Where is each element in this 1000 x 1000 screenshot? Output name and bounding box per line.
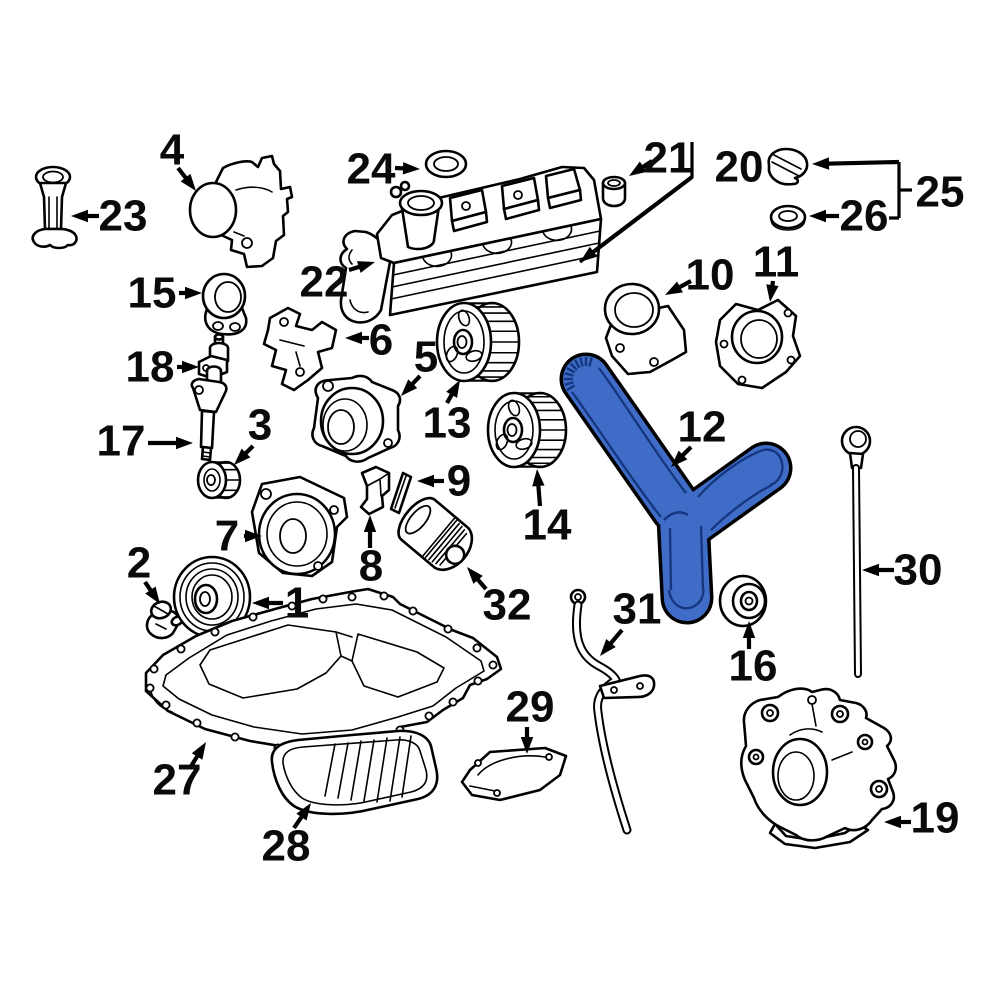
part-22-drawing xyxy=(339,165,603,324)
belt-body xyxy=(563,356,789,621)
callout-3: 3 xyxy=(234,401,272,465)
part-27-drawing xyxy=(144,587,503,753)
callout-2-label[interactable]: 2 xyxy=(127,539,151,588)
part-3-drawing xyxy=(196,460,242,500)
callout-24-label[interactable]: 24 xyxy=(347,145,396,194)
callout-31: 31 xyxy=(600,585,662,656)
callout-25: 25 xyxy=(812,157,965,220)
callout-22: 22 xyxy=(300,258,375,307)
part-14-drawing xyxy=(486,391,568,469)
callout-7-label[interactable]: 7 xyxy=(215,512,239,561)
callout-23: 23 xyxy=(71,192,147,241)
part-28-drawing xyxy=(270,729,439,816)
callout-21-label[interactable]: 21 xyxy=(644,134,693,183)
callout-27-label[interactable]: 27 xyxy=(153,756,202,805)
callout-4-label[interactable]: 4 xyxy=(160,126,185,175)
callout-8: 8 xyxy=(359,515,383,591)
part-11-drawing xyxy=(714,298,802,390)
callout-18-label[interactable]: 18 xyxy=(126,343,175,392)
part-32-drawing xyxy=(397,496,474,572)
part-26-drawing xyxy=(769,204,807,231)
part-31-drawing xyxy=(569,588,656,835)
callout-29: 29 xyxy=(506,683,555,754)
callout-14: 14 xyxy=(523,469,572,550)
callout-18: 18 xyxy=(126,343,199,392)
callout-23-label[interactable]: 23 xyxy=(99,192,148,241)
callout-17-label[interactable]: 17 xyxy=(97,417,146,466)
callout-4: 4 xyxy=(160,126,196,191)
callout-1-label[interactable]: 1 xyxy=(285,579,309,628)
part-13-drawing xyxy=(435,301,521,383)
callout-31-label[interactable]: 31 xyxy=(613,585,662,634)
part-24-drawing xyxy=(424,149,468,179)
part-12-timing-belt[interactable] xyxy=(559,352,793,625)
part-4-drawing xyxy=(188,154,294,269)
part-6-drawing xyxy=(262,306,338,392)
callout-16: 16 xyxy=(729,621,778,691)
callout-15-label[interactable]: 15 xyxy=(128,269,177,318)
part-23-drawing xyxy=(31,165,78,250)
part-15-drawing xyxy=(201,272,248,336)
callout-8-label[interactable]: 8 xyxy=(359,542,383,591)
callout-22-label[interactable]: 22 xyxy=(300,258,349,307)
part-9-drawing xyxy=(389,471,413,515)
callout-11: 11 xyxy=(753,238,800,302)
part-17-drawing xyxy=(190,365,228,462)
callout-32-label[interactable]: 32 xyxy=(483,581,532,630)
callout-20-label[interactable]: 20 xyxy=(715,143,764,192)
part-30-drawing xyxy=(840,425,872,678)
part-5-drawing xyxy=(311,374,402,463)
callout-29-label[interactable]: 29 xyxy=(506,683,555,732)
callout-6-label[interactable]: 6 xyxy=(369,316,393,365)
callout-12: 12 xyxy=(671,403,727,467)
callout-14-label[interactable]: 14 xyxy=(523,501,572,550)
callout-7: 7 xyxy=(215,512,262,561)
callout-19-label[interactable]: 19 xyxy=(911,794,960,843)
callout-6: 6 xyxy=(345,316,393,365)
belt-detail-lines xyxy=(564,357,784,610)
callout-25-label[interactable]: 25 xyxy=(916,168,965,217)
callout-2: 2 xyxy=(127,539,160,604)
callout-17: 17 xyxy=(97,417,193,466)
part-16-drawing xyxy=(718,574,768,628)
callout-10-label[interactable]: 10 xyxy=(686,251,735,300)
part-29-drawing xyxy=(460,746,568,802)
callout-3-label[interactable]: 3 xyxy=(248,401,272,450)
callout-12-label[interactable]: 12 xyxy=(678,403,727,452)
callout-5: 5 xyxy=(401,333,438,396)
callout-13: 13 xyxy=(423,380,472,448)
part-7-drawing xyxy=(250,475,349,578)
part-19-drawing xyxy=(740,687,898,850)
callout-27: 27 xyxy=(153,742,206,805)
callout-26-label[interactable]: 26 xyxy=(840,192,889,241)
callout-13-label[interactable]: 13 xyxy=(423,399,472,448)
part-20-drawing xyxy=(767,147,809,186)
callout-15: 15 xyxy=(128,269,202,318)
callout-5-label[interactable]: 5 xyxy=(414,333,438,382)
part-10-drawing xyxy=(603,282,688,376)
callout-26: 26 xyxy=(809,192,888,241)
callout-11-label[interactable]: 11 xyxy=(753,238,800,287)
callout-19: 19 xyxy=(884,794,959,843)
callout-28: 28 xyxy=(262,803,311,871)
part-8-drawing xyxy=(359,465,391,516)
callout-24: 24 xyxy=(347,145,420,194)
callout-30: 30 xyxy=(862,546,942,595)
callout-30-label[interactable]: 30 xyxy=(894,546,943,595)
part-21-drawing xyxy=(601,175,627,208)
callout-10: 10 xyxy=(665,251,734,300)
part-2-drawing xyxy=(145,600,184,640)
callout-28-label[interactable]: 28 xyxy=(262,822,311,871)
callout-20: 20 xyxy=(579,142,764,264)
callout-1: 1 xyxy=(252,579,309,628)
part-1-drawing xyxy=(172,555,252,639)
callout-16-label[interactable]: 16 xyxy=(729,642,778,691)
callout-32: 32 xyxy=(467,567,531,630)
callout-21: 21 xyxy=(629,134,692,183)
callout-9: 9 xyxy=(417,457,471,506)
callout-9-label[interactable]: 9 xyxy=(447,457,471,506)
